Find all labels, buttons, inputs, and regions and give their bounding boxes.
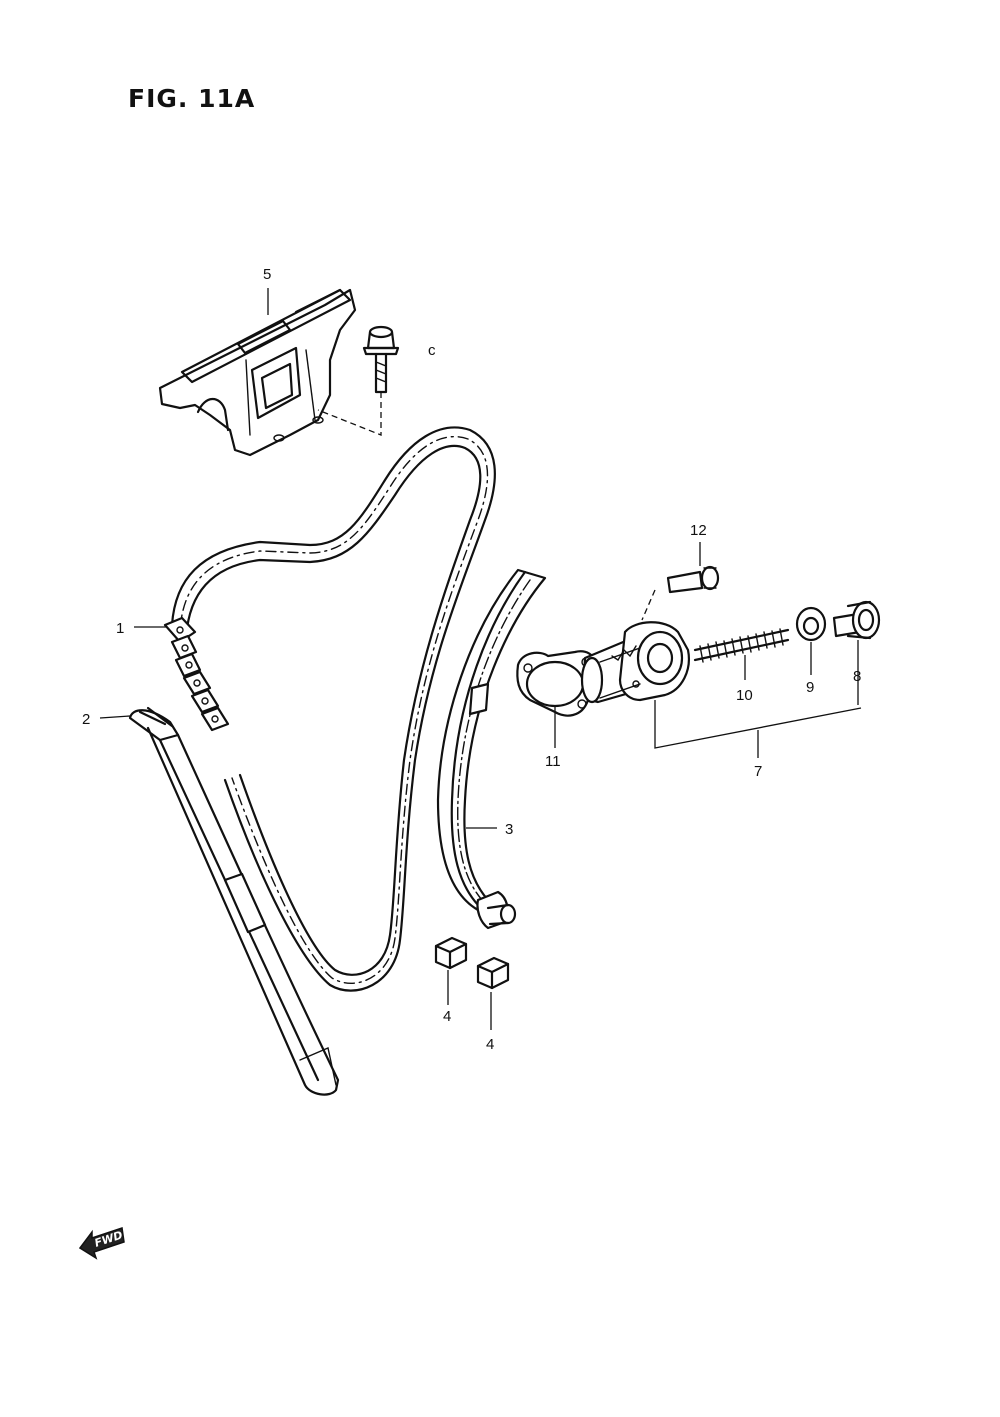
callout-5: 5 bbox=[263, 266, 271, 283]
figure-title: FIG. 11A bbox=[128, 84, 256, 113]
tensioner-cap-bolt bbox=[832, 600, 881, 640]
cushion-right bbox=[476, 956, 510, 990]
cam-chain-guide-front bbox=[436, 568, 547, 930]
callout-8: 8 bbox=[853, 668, 861, 685]
callout-7: 7 bbox=[754, 763, 762, 780]
guide-bolt bbox=[317, 325, 400, 436]
callout-4-right: 4 bbox=[486, 1036, 494, 1053]
stray-mark: c bbox=[428, 342, 436, 359]
callout-10: 10 bbox=[736, 687, 753, 704]
cushion-left bbox=[434, 936, 468, 970]
callout-1: 1 bbox=[116, 620, 124, 637]
callout-4-left: 4 bbox=[443, 1008, 451, 1025]
callout-9: 9 bbox=[806, 679, 814, 696]
callout-2: 2 bbox=[82, 711, 90, 728]
tensioner-bolt bbox=[641, 565, 720, 621]
cam-chain-guide-top bbox=[158, 288, 357, 457]
tensioner-washer bbox=[795, 606, 827, 642]
callout-3: 3 bbox=[505, 821, 513, 838]
tensioner-spring bbox=[693, 628, 790, 663]
tensioner-assembly bbox=[580, 621, 690, 704]
callout-12: 12 bbox=[690, 522, 707, 539]
cam-chain-guide-rear bbox=[128, 706, 340, 1096]
forward-arrow-icon: FWD bbox=[78, 1227, 125, 1260]
cam-chain bbox=[163, 426, 496, 992]
leader-lines bbox=[99, 288, 862, 1030]
callout-11: 11 bbox=[545, 753, 561, 770]
